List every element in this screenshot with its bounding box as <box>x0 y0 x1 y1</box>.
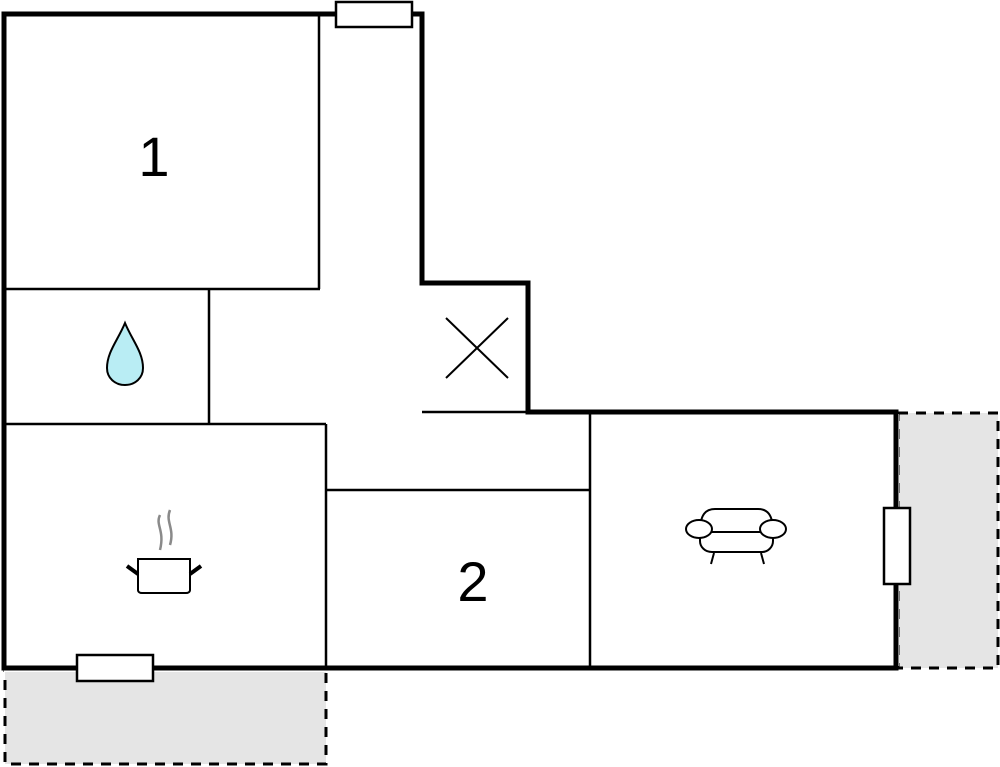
sofa-icon <box>685 508 787 565</box>
window-bottom <box>75 653 155 683</box>
water-drop-icon <box>105 320 145 387</box>
cooking-pot-icon <box>125 509 203 594</box>
terrace-bottom <box>3 668 328 766</box>
terrace-right <box>896 411 1000 670</box>
window-top <box>334 0 414 29</box>
outer-walls <box>1 11 899 671</box>
cross-icon <box>445 317 509 379</box>
room-label-1: 1 <box>138 125 169 188</box>
interior-walls <box>4 14 592 668</box>
window-right <box>882 506 912 586</box>
room-label-2: 2 <box>457 550 488 613</box>
